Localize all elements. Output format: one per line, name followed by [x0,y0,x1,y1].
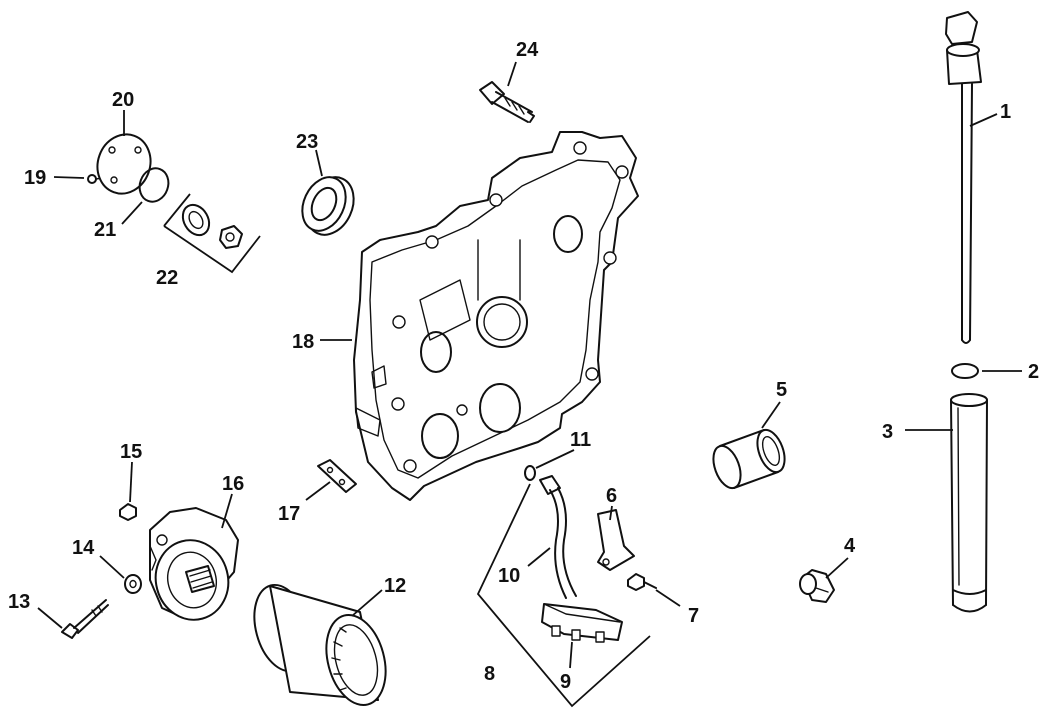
callout-23: 23 [296,131,318,153]
callout-24: 24 [516,39,539,61]
cover-plate-20 [96,133,152,195]
callout-18: 18 [292,331,314,353]
callout-7: 7 [688,605,699,627]
callout-22: 22 [156,267,178,289]
callout-19: 19 [24,167,46,189]
bracket-8 [476,483,651,708]
callout-1: 1 [1000,101,1011,123]
bolt-24 [479,81,535,123]
callout-15: 15 [120,441,142,463]
bracket-22 [163,193,261,274]
bolt-13 [61,599,109,639]
callout-11: 11 [570,429,591,451]
dipstick [945,11,982,344]
screw-19 [87,174,103,184]
oil-filter-12 [253,583,387,707]
callout-5: 5 [776,379,787,401]
screw-7 [627,573,657,591]
gasket-17 [317,459,357,493]
bushing-5 [712,428,786,490]
washer-14 [124,574,142,594]
callout-12: 12 [384,575,406,597]
callout-16: 16 [222,473,244,495]
leader-lines [37,61,1022,669]
valve-kit-22 [181,203,243,249]
callout-3: 3 [882,421,893,443]
filter-adapter-16 [149,507,239,621]
nut-15 [119,503,137,521]
callout-4: 4 [844,535,856,557]
callout-14: 14 [72,537,95,559]
callout-6: 6 [606,485,617,507]
callout-20: 20 [112,89,134,111]
callout-2: 2 [1028,361,1039,383]
seal-23 [301,176,355,236]
gear-cover-18 [353,131,639,501]
callout-21: 21 [94,219,116,241]
clip-6 [597,509,635,571]
callout-labels: 1 2 3 4 5 6 7 8 9 10 11 12 13 14 15 16 1… [8,39,1039,693]
o-ring-2 [951,363,979,379]
callout-13: 13 [8,591,30,613]
callout-17: 17 [278,503,300,525]
pickup-assembly [539,475,623,643]
o-ring-11 [524,465,536,481]
callout-8: 8 [484,663,495,685]
callout-9: 9 [560,671,571,693]
o-ring-21 [138,167,170,203]
dipstick-tube [950,393,988,613]
fitting-4 [799,569,835,603]
callout-10: 10 [498,565,520,587]
